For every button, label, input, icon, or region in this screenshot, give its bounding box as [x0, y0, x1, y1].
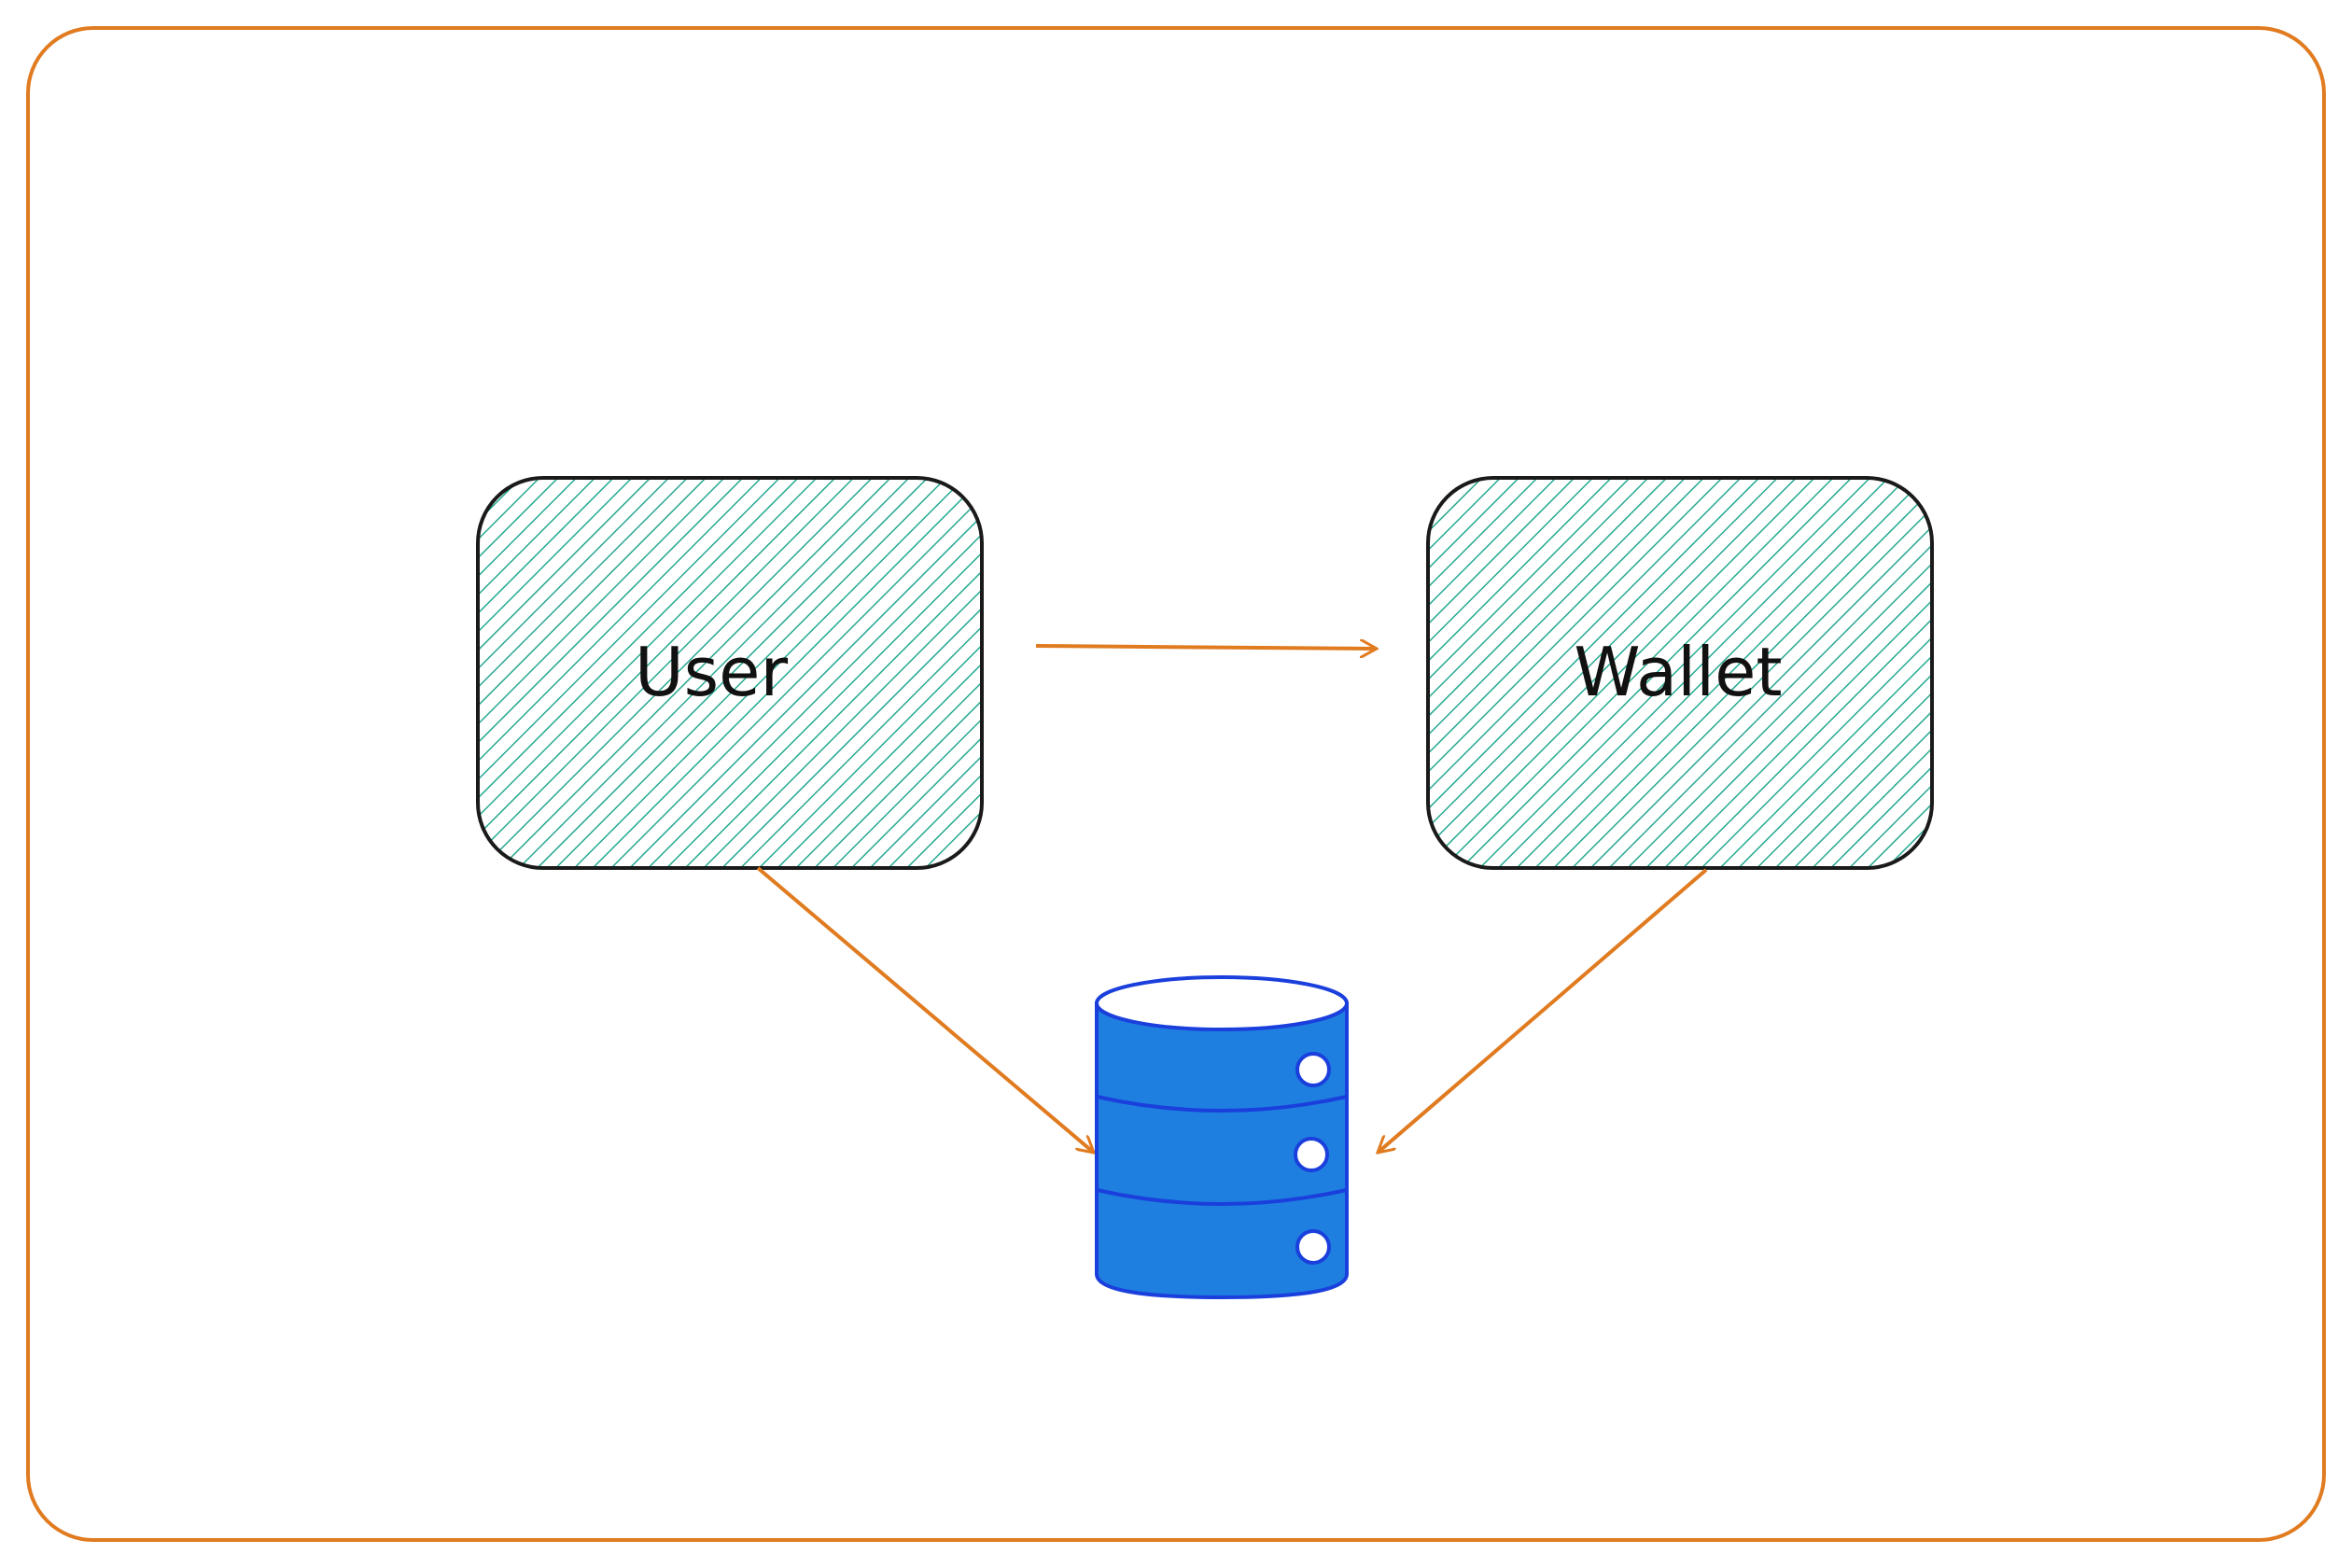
database-indicator-3: [1295, 1229, 1331, 1265]
edges: [756, 646, 1708, 1153]
wallet-node-box: [1426, 476, 1934, 870]
database-band-1: [1096, 1095, 1348, 1113]
arrow-user-to-database: [756, 866, 1094, 1153]
wallet-node[interactable]: Wallet: [1426, 476, 1934, 870]
database-body: [1095, 1001, 1349, 1300]
outer-frame: [26, 26, 2326, 1542]
database-top-cap: [1095, 975, 1349, 1031]
database-icon[interactable]: [1095, 975, 1349, 1300]
user-node[interactable]: User: [476, 476, 984, 870]
arrow-wallet-to-database: [1378, 868, 1708, 1153]
database-indicator-1: [1295, 1052, 1331, 1087]
user-node-box: [476, 476, 984, 870]
database-band-2: [1096, 1188, 1348, 1206]
user-node-label: User: [635, 633, 789, 711]
database-indicator-2: [1294, 1137, 1329, 1172]
wallet-node-label: Wallet: [1574, 633, 1782, 711]
arrow-user-to-wallet: [1035, 646, 1377, 649]
